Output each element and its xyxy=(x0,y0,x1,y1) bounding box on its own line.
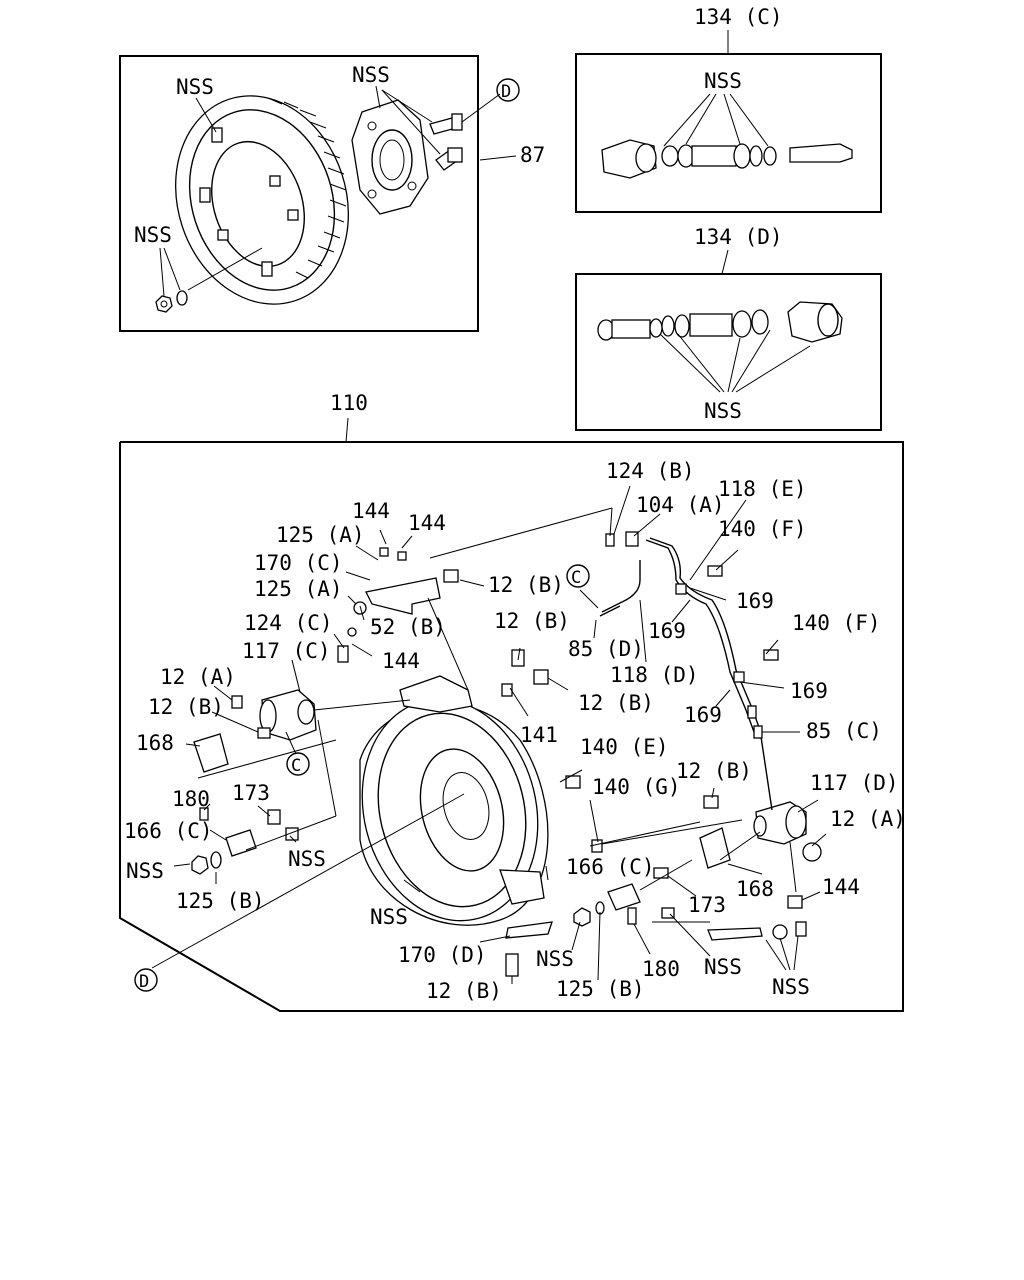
callout-173-right: 173 xyxy=(688,893,726,917)
label-nss-nut-left: NSS xyxy=(126,859,164,883)
callout-140f-lower: 140 (F) xyxy=(792,611,881,635)
label-nss-nut: NSS xyxy=(134,223,172,247)
callout-166c-right: 166 (C) xyxy=(566,855,655,879)
callout-12a-right: 12 (A) xyxy=(830,807,906,831)
callout-125b-left: 125 (B) xyxy=(176,889,265,913)
label-nss-bolt-right: NSS xyxy=(704,955,742,979)
callout-180-right: 180 xyxy=(642,957,680,981)
panel-134c: 134 (C) NSS xyxy=(575,5,882,213)
nut-washer xyxy=(155,290,188,313)
label-nss-bolts: NSS xyxy=(352,63,390,87)
callout-141: 141 xyxy=(520,723,558,747)
panel-flywheel: NSS NSS NSS 87 D xyxy=(119,55,545,332)
label-nss-bolt-left: NSS xyxy=(288,847,326,871)
ref-circle-c-lower xyxy=(286,752,310,776)
bracket-170c xyxy=(365,577,441,615)
callout-12b-right: 12 (B) xyxy=(578,691,654,715)
label-nss-ring-gear: NSS xyxy=(176,75,214,99)
callout-169-d: 169 xyxy=(684,703,722,727)
callout-52b: 52 (B) xyxy=(370,615,446,639)
callout-124c: 124 (C) xyxy=(244,611,333,635)
ref-circle-d-top xyxy=(496,78,520,102)
callout-85d: 85 (D) xyxy=(568,637,644,661)
starter-117c xyxy=(259,689,317,741)
label-nss-hose: NSS xyxy=(772,975,810,999)
bracket-170d xyxy=(505,921,553,939)
callout-166c-left: 166 (C) xyxy=(124,819,213,843)
hub-plate xyxy=(351,99,429,215)
callout-12b-mid: 12 (B) xyxy=(494,609,570,633)
flywheel-housing xyxy=(359,675,549,926)
panel-134c-frame xyxy=(575,53,882,213)
callout-117d: 117 (D) xyxy=(810,771,899,795)
lever-166c-left xyxy=(225,829,257,857)
hub-bolts xyxy=(429,113,463,171)
callout-168-left: 168 xyxy=(136,731,174,755)
callout-144-c: 144 xyxy=(382,649,420,673)
callout-12b-bracket: 12 (B) xyxy=(488,573,564,597)
callout-169-b: 169 xyxy=(648,619,686,643)
callout-87: 87 xyxy=(520,143,545,167)
flywheel-leaders xyxy=(159,85,517,297)
panel-110: 110 xyxy=(119,391,906,1012)
ref-letter-d-top: D xyxy=(501,82,511,102)
callout-169-a: 169 xyxy=(736,589,774,613)
ref-letter-d-bottom: D xyxy=(139,972,149,992)
ref-letter-c-lower: C xyxy=(291,756,301,776)
callout-144-d: 144 xyxy=(822,875,860,899)
panel-110-frame xyxy=(119,441,904,1012)
callout-85c: 85 (C) xyxy=(806,719,882,743)
callout-140e: 140 (E) xyxy=(580,735,669,759)
panel-110-leaders xyxy=(151,485,827,984)
callout-12b-bottom: 12 (B) xyxy=(426,979,502,1003)
callout-169-c: 169 xyxy=(790,679,828,703)
plate-168-right xyxy=(699,827,731,869)
callout-134c: 134 (C) xyxy=(694,5,783,29)
label-nss-nut-right: NSS xyxy=(536,947,574,971)
oil-tubes xyxy=(599,537,773,811)
starter-shaft-c xyxy=(601,139,853,179)
callout-118d: 118 (D) xyxy=(610,663,699,687)
callout-125a-lower: 125 (A) xyxy=(254,577,343,601)
callout-124b: 124 (B) xyxy=(606,459,695,483)
ref-circle-c-upper xyxy=(566,564,590,588)
callout-168-right: 168 xyxy=(736,877,774,901)
callout-118e: 118 (E) xyxy=(718,477,807,501)
callout-140f-upper: 140 (F) xyxy=(718,517,807,541)
callout-180-left: 180 xyxy=(172,787,210,811)
callout-110: 110 xyxy=(330,391,368,415)
panel-134d: 134 (D) NSS xyxy=(575,225,882,431)
lever-166c-right xyxy=(607,883,641,911)
callout-173-left: 173 xyxy=(232,781,270,805)
callout-125b-right: 125 (B) xyxy=(556,977,645,1001)
callout-12b-left: 12 (B) xyxy=(148,695,224,719)
callout-144-a: 144 xyxy=(352,499,390,523)
callout-170d: 170 (D) xyxy=(398,943,487,967)
plate-168-left xyxy=(193,733,229,773)
label-nss-134c: NSS xyxy=(704,69,742,93)
callout-144-b: 144 xyxy=(408,511,446,535)
ring-gear xyxy=(175,95,349,305)
hose-bracket xyxy=(707,927,763,941)
starter-117d xyxy=(753,801,807,845)
callout-12a-left: 12 (A) xyxy=(160,665,236,689)
starter-shaft-d xyxy=(597,301,843,343)
callout-125a-upper: 125 (A) xyxy=(276,523,365,547)
panel-flywheel-frame xyxy=(119,55,479,332)
fittings xyxy=(191,531,822,977)
ref-circle-d-bottom xyxy=(134,968,158,992)
callout-117c: 117 (C) xyxy=(242,639,331,663)
label-nss-134d: NSS xyxy=(704,399,742,423)
callout-104a: 104 (A) xyxy=(636,493,725,517)
label-nss-housing: NSS xyxy=(370,905,408,929)
panel-134d-frame xyxy=(575,273,882,431)
callout-140g: 140 (G) xyxy=(592,775,681,799)
callout-134d: 134 (D) xyxy=(694,225,783,249)
ref-letter-c-upper: C xyxy=(571,568,581,588)
callout-170c: 170 (C) xyxy=(254,551,343,575)
callout-12b-upper-right: 12 (B) xyxy=(676,759,752,783)
